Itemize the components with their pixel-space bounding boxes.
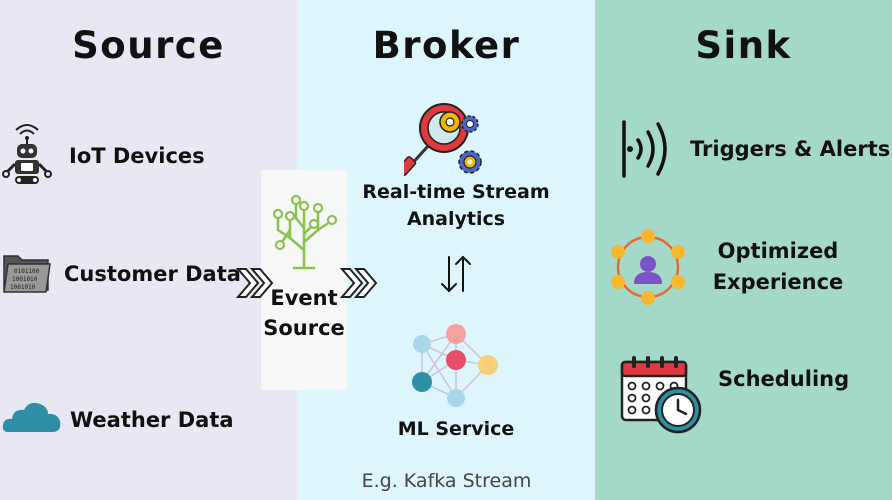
analytics-line2: Analytics	[406, 208, 506, 230]
cloud-icon	[2, 402, 61, 432]
source-label-customer: Customer Data	[64, 262, 241, 286]
svg-text:1001010: 1001010	[10, 284, 36, 291]
sink-heading: Sink	[695, 24, 792, 67]
chevron-arrow-icon	[236, 268, 274, 298]
robot-icon	[2, 124, 52, 184]
data-folder-icon: 0101100 1001010 1001010	[3, 255, 51, 293]
analytics-label: Real-time Stream Analytics	[298, 179, 614, 233]
bidirectional-arrow-icon	[441, 255, 471, 293]
calendar-clock-icon	[620, 356, 702, 434]
analytics-line1: Real-time Stream	[362, 181, 550, 203]
ml-service-label: ML Service	[397, 418, 515, 440]
broker-column	[298, 0, 595, 500]
source-label-iot: IoT Devices	[69, 144, 205, 168]
svg-text:0101100: 0101100	[14, 268, 40, 275]
broker-heading: Broker	[372, 24, 521, 67]
circuit-tree-icon	[272, 194, 338, 270]
sink-label-triggers: Triggers & Alerts	[690, 137, 891, 161]
event-source-label: Event Source	[261, 283, 347, 343]
event-source-line2: Source	[263, 316, 345, 340]
sink-label-scheduling: Scheduling	[718, 367, 850, 391]
source-label-weather: Weather Data	[70, 408, 234, 432]
chevron-arrow-icon	[340, 268, 378, 298]
broker-footer-note: E.g. Kafka Stream	[361, 470, 532, 492]
sink-optimized-line1: Optimized	[717, 239, 839, 263]
svg-text:1001010: 1001010	[12, 276, 38, 283]
user-network-icon	[611, 229, 685, 305]
sink-optimized-line2: Experience	[712, 270, 844, 294]
neural-network-icon	[412, 324, 498, 407]
source-heading: Source	[72, 24, 225, 67]
event-source-line1: Event	[270, 286, 338, 310]
magnifier-gear-icon	[404, 103, 482, 177]
sink-label-optimized: Optimized Experience	[704, 236, 852, 298]
signal-icon	[622, 120, 667, 178]
